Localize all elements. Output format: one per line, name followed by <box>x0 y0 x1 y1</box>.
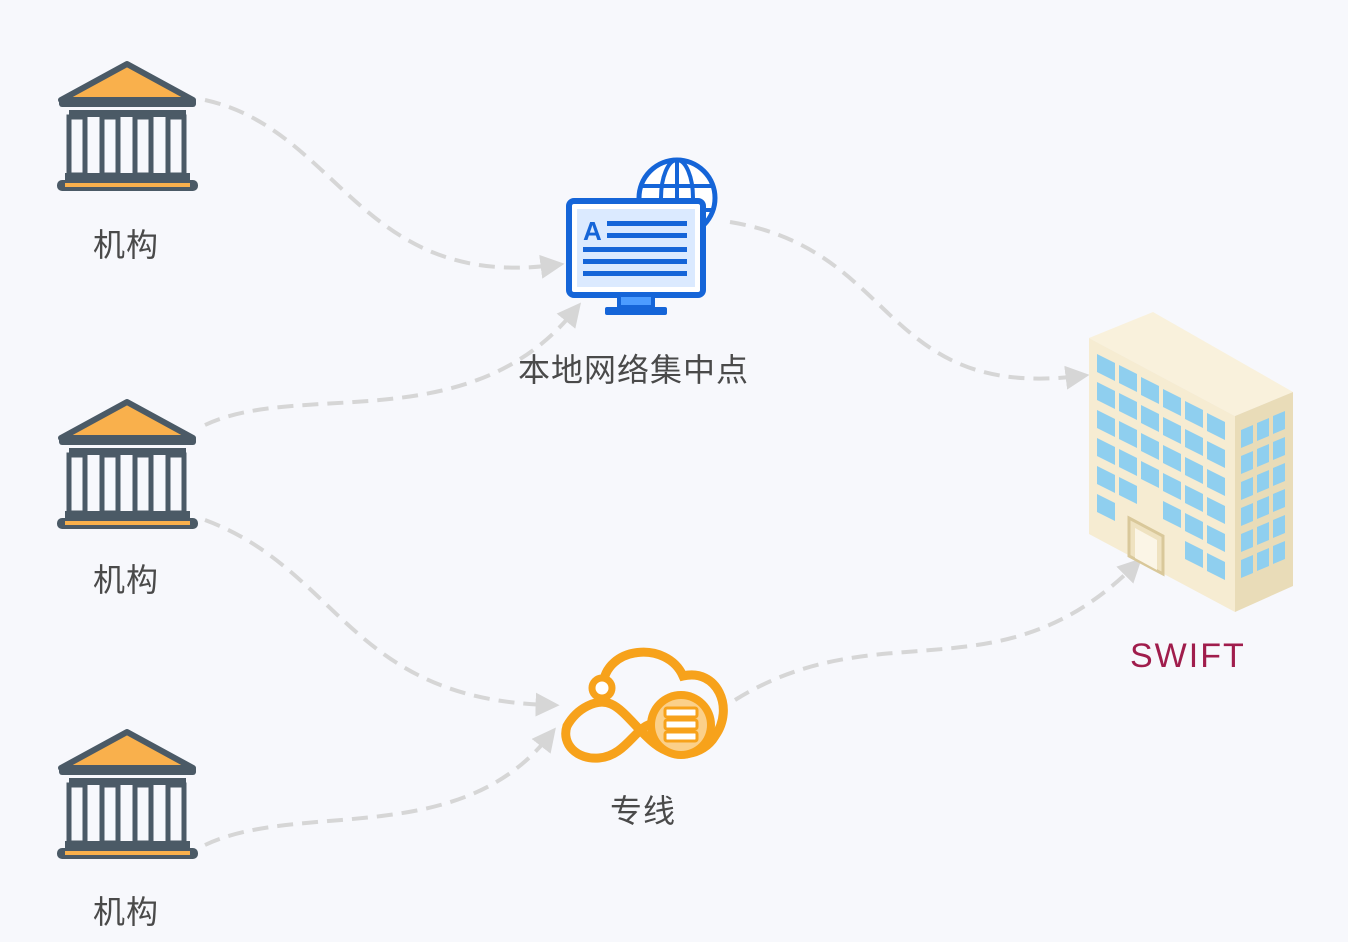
edge-institution-3-to-leased-line <box>204 727 556 847</box>
bank-icon <box>57 61 198 191</box>
institution-3-label: 机构 <box>93 893 160 931</box>
institution-1-label: 机构 <box>93 226 160 264</box>
svg-text:A: A <box>583 216 602 246</box>
leased-line-label: 专线 <box>610 792 677 830</box>
bank-icon <box>57 729 198 859</box>
cloud-server-icon <box>561 647 728 763</box>
edge-local-hub-to-swift <box>729 220 1090 390</box>
institution-2-label: 机构 <box>93 561 160 599</box>
swift-label: SWIFT <box>1130 637 1246 675</box>
edge-institution-1-to-local-hub <box>204 98 565 279</box>
office-building-icon <box>1089 312 1293 612</box>
bank-icon <box>57 399 198 529</box>
edge-institution-2-to-local-hub <box>204 302 582 427</box>
edge-leased-line-to-swift <box>733 558 1142 702</box>
edge-institution-2-to-leased-line <box>204 518 560 717</box>
local-hub-label: 本地网络集中点 <box>518 351 750 389</box>
monitor-globe-icon: A <box>566 157 718 315</box>
